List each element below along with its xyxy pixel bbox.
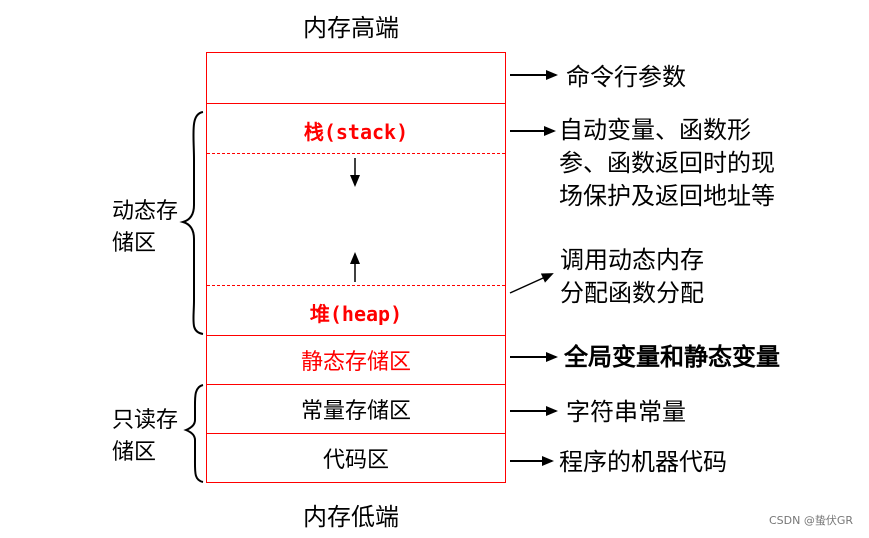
divider-heap-static xyxy=(207,335,505,336)
heap-dashed-line xyxy=(207,285,505,286)
memory-high-label: 内存高端 xyxy=(303,14,399,42)
brace-dynamic xyxy=(179,111,204,335)
desc-heap-line2: 分配函数分配 xyxy=(560,279,704,307)
desc-stack-line1: 自动变量、函数形 xyxy=(559,116,751,144)
memory-layout-box: 栈(stack) 堆(heap) 静态存储区 常量存储区 代码区 xyxy=(206,52,506,483)
stack-dashed-line xyxy=(207,153,505,154)
segment-code: 代码区 xyxy=(322,448,389,473)
divider-cmdline-stack xyxy=(207,103,505,104)
desc-static: 全局变量和静态变量 xyxy=(564,342,780,371)
segment-stack: 栈(stack) xyxy=(207,107,505,153)
desc-heap: 调用动态内存 分配函数分配 xyxy=(560,244,704,310)
segment-heap: 堆(heap) xyxy=(207,289,505,335)
group-readonly-line2: 储区 xyxy=(112,440,157,465)
group-readonly-line1: 只读存 xyxy=(112,408,179,433)
desc-cmdline: 命令行参数 xyxy=(566,63,686,91)
group-dynamic-line1: 动态存 xyxy=(112,199,179,224)
watermark: CSDN @蛰伏GR xyxy=(768,514,853,527)
desc-stack-line3: 场保护及返回地址等 xyxy=(559,182,775,210)
brace-readonly xyxy=(183,384,204,483)
heap-label: 堆(heap) xyxy=(309,301,403,326)
desc-stack: 自动变量、函数形 参、函数返回时的现 场保护及返回地址等 xyxy=(559,114,775,213)
group-dynamic-line2: 储区 xyxy=(112,231,157,256)
segment-const: 常量存储区 xyxy=(300,399,411,424)
memory-low-label: 内存低端 xyxy=(303,503,399,531)
desc-code: 程序的机器代码 xyxy=(559,448,727,476)
group-dynamic-label: 动态存 储区 xyxy=(112,196,178,260)
desc-stack-line2: 参、函数返回时的现 xyxy=(559,149,775,177)
desc-const: 字符串常量 xyxy=(566,398,686,426)
divider-const-code xyxy=(207,433,505,434)
group-readonly-label: 只读存 储区 xyxy=(112,405,178,469)
stack-label: 栈(stack) xyxy=(303,119,409,144)
divider-static-const xyxy=(207,384,505,385)
desc-heap-line1: 调用动态内存 xyxy=(560,246,704,274)
arrow-heap xyxy=(509,273,554,294)
segment-static: 静态存储区 xyxy=(300,350,411,375)
